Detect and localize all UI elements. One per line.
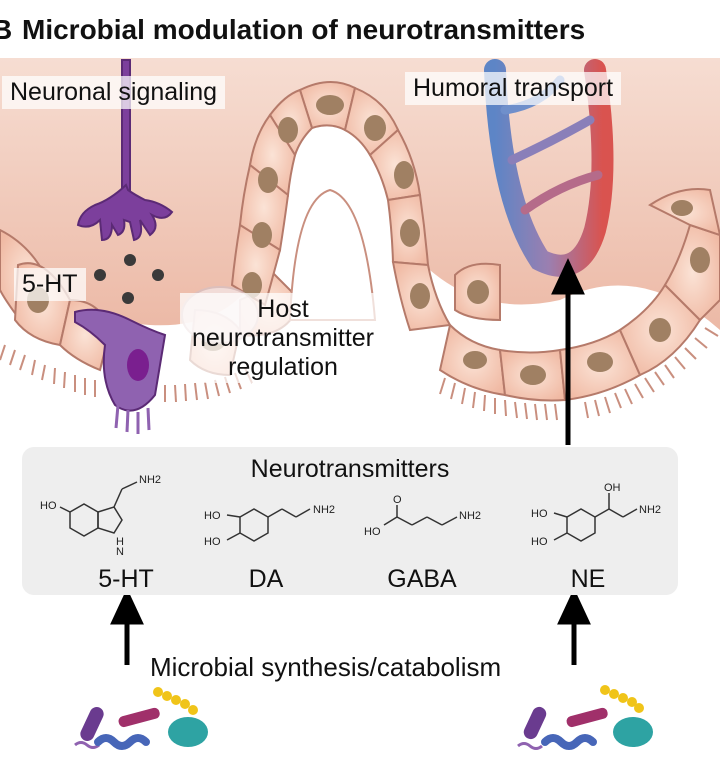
- mol-gaba-ho: HO: [364, 526, 381, 538]
- mol-5ht-ho: HO: [40, 500, 57, 512]
- microbial-synthesis-label: Microbial synthesis/catabolism: [150, 652, 502, 682]
- panel-letter: B: [0, 14, 13, 45]
- humoral-transport-label: Humoral transport: [405, 72, 622, 105]
- enterochromaffin-cell: [74, 308, 167, 434]
- host-regulation-label: Host neurotransmitter regulation: [180, 293, 386, 384]
- mol-ne-ho-2: HO: [531, 536, 548, 548]
- host-regulation-line3: regulation: [228, 352, 338, 381]
- mol-gaba-nh2: NH2: [459, 510, 481, 522]
- title-text: Microbial modulation of neurotransmitter…: [22, 14, 586, 45]
- molecule-da: [226, 508, 311, 542]
- molecule-structures: HO NH2 H N HO HO NH2 O HO NH2 OH: [40, 474, 661, 558]
- figure-title: B Microbial modulation of neurotransmitt…: [0, 8, 720, 52]
- neurotransmitters-panel: Neurotransmitters HO NH2 H N HO HO NH2 O: [22, 447, 678, 595]
- mol-gaba-o: O: [393, 494, 402, 506]
- microbes-right: [517, 685, 653, 750]
- local-5ht-label: 5-HT: [14, 268, 86, 301]
- microvilli-right: [439, 327, 719, 421]
- molecule-name-gaba: GABA: [387, 565, 457, 593]
- villus-nuclei: [242, 95, 430, 309]
- epithelium-right-nuclei: [463, 200, 710, 385]
- mol-5ht-n: N: [116, 546, 124, 558]
- crypt-lumen: [288, 188, 377, 321]
- mol-ne-ho-1: HO: [531, 508, 548, 520]
- molecule-name-ne: NE: [570, 565, 606, 593]
- mol-da-nh2: NH2: [313, 504, 335, 516]
- serotonin-vesicles: [94, 254, 164, 304]
- neurotransmitters-heading: Neurotransmitters: [250, 455, 450, 483]
- host-regulation-line2: neurotransmitter: [191, 323, 375, 352]
- mol-ne-oh: OH: [604, 482, 621, 494]
- mol-da-ho-2: HO: [204, 536, 221, 548]
- molecule-name-5ht: 5-HT: [98, 565, 154, 593]
- mol-ne-nh2: NH2: [639, 504, 661, 516]
- molecule-gaba: [383, 505, 458, 526]
- host-regulation-line1: Host: [257, 295, 309, 323]
- mol-5ht-nh2: NH2: [139, 474, 161, 486]
- molecule-ne: [553, 493, 638, 542]
- neuronal-signaling-label: Neuronal signaling: [2, 76, 226, 109]
- microbes-left: [74, 687, 208, 750]
- arrows: [110, 258, 591, 665]
- molecule-5ht: [59, 481, 138, 537]
- molecule-name-da: DA: [248, 565, 284, 593]
- mol-da-ho-1: HO: [204, 510, 221, 522]
- mol-5ht-h: H: [116, 536, 124, 548]
- neuron: [76, 59, 174, 242]
